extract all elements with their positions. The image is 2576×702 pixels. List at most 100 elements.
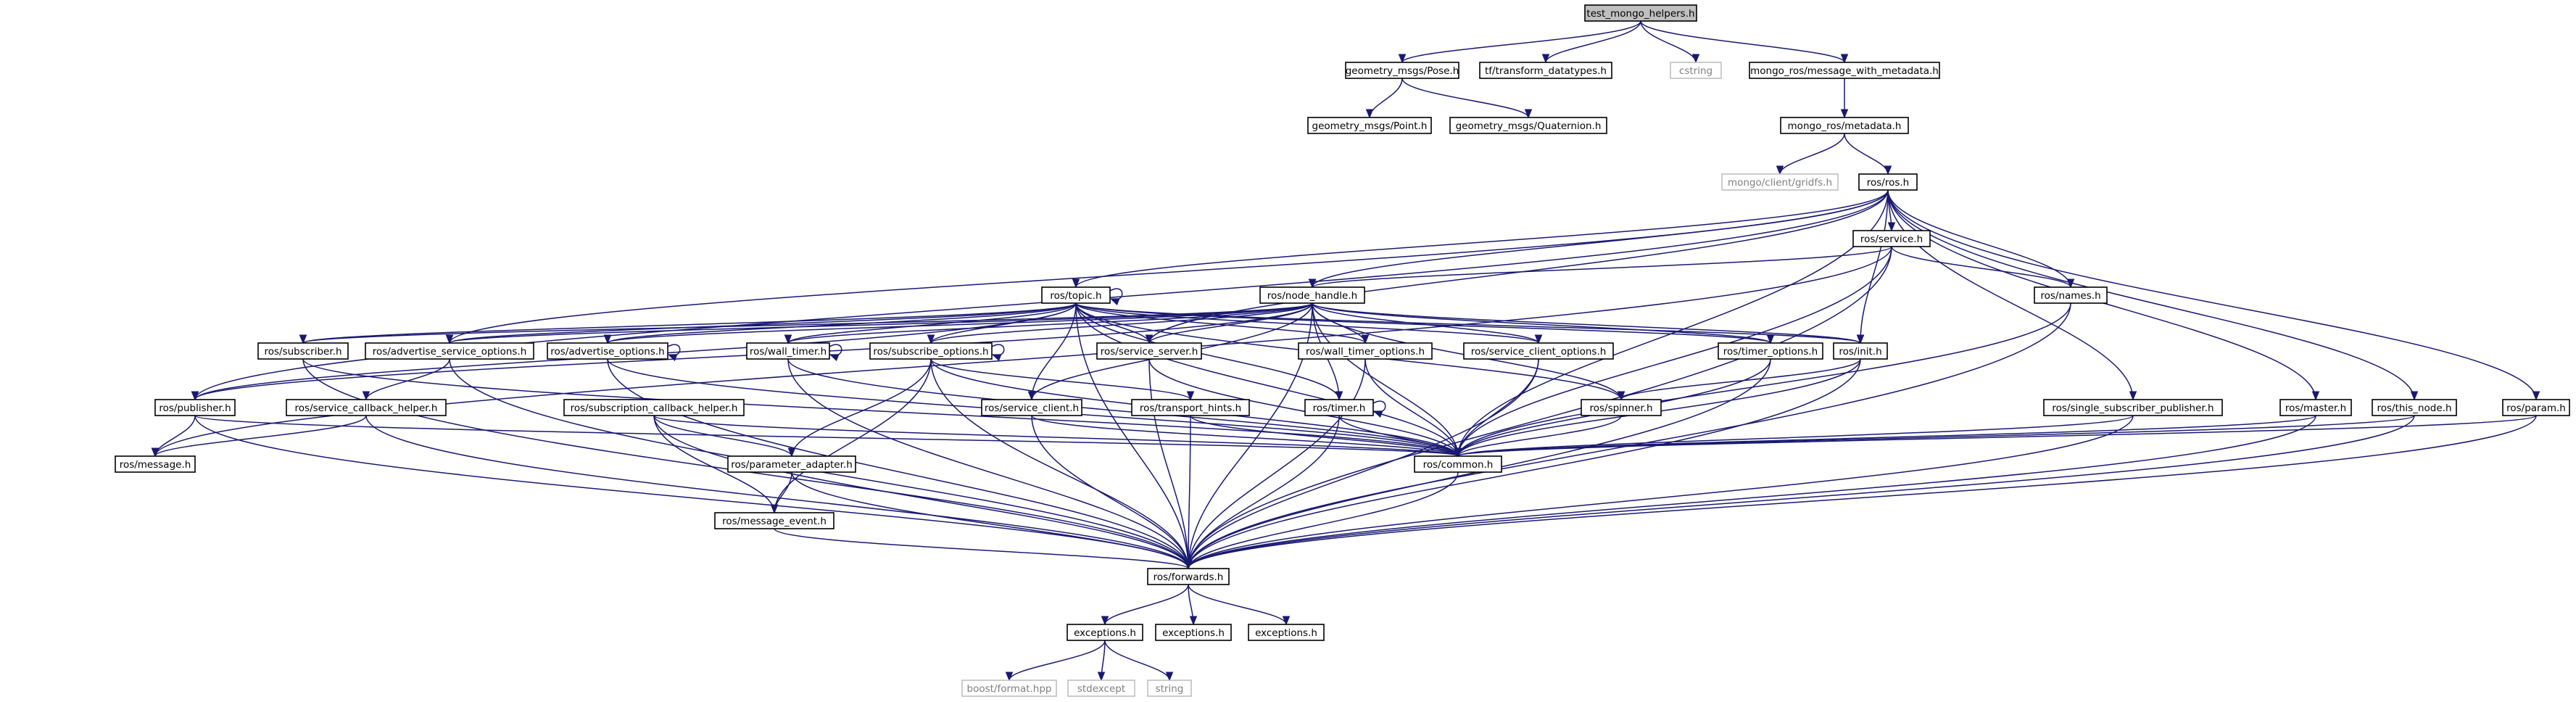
edge-arrowhead xyxy=(2532,391,2540,401)
edge-line xyxy=(154,415,367,457)
node-ros-sub-cb-helper[interactable]: ros/subscription_callback_helper.h xyxy=(563,399,745,416)
node-ros-wall-timer[interactable]: ros/wall_timer.h xyxy=(746,342,830,360)
node-ros-timer[interactable]: ros/timer.h xyxy=(1304,399,1374,416)
node-label: ros/topic.h xyxy=(1050,290,1101,302)
node-box xyxy=(1067,624,1143,641)
edge-line xyxy=(449,302,1313,344)
edge-line xyxy=(1148,358,1459,457)
node-box xyxy=(1581,399,1662,416)
node-ros-subscriber[interactable]: ros/subscriber.h xyxy=(257,342,349,360)
node-box xyxy=(257,342,349,360)
node-exc2[interactable]: exceptions.h xyxy=(1155,624,1232,641)
edge-line xyxy=(1188,358,1539,569)
node-ros-adv-srv-opt[interactable]: ros/advertise_service_options.h xyxy=(365,342,534,360)
edge-arrowhead xyxy=(1398,54,1407,64)
node-ros-srv-client-opt[interactable]: ros/service_client_options.h xyxy=(1463,342,1614,360)
edge-line xyxy=(1188,415,2134,569)
edge-exc1-to-string xyxy=(1104,640,1174,682)
node-label: ros/advertise_service_options.h xyxy=(373,346,527,358)
node-ros-common[interactable]: ros/common.h xyxy=(1414,455,1502,473)
node-ros-forwards[interactable]: ros/forwards.h xyxy=(1147,568,1230,585)
node-ros-service-server[interactable]: ros/service_server.h xyxy=(1096,342,1202,360)
node-box xyxy=(1041,286,1111,304)
edge-line xyxy=(1312,302,1771,344)
node-ros-topic[interactable]: ros/topic.h xyxy=(1041,286,1111,304)
node-ros-master[interactable]: ros/master.h xyxy=(2279,399,2352,416)
node-ros-nh[interactable]: ros/node_handle.h xyxy=(1259,286,1365,304)
edge-line xyxy=(607,358,1189,569)
node-ros-param-adapter[interactable]: ros/parameter_adapter.h xyxy=(727,455,856,473)
edge-arrowhead xyxy=(1109,298,1120,306)
edge-line xyxy=(1372,400,1386,413)
edge-arrowhead xyxy=(1072,278,1080,289)
edge-ros_nh-to-ros_adv_srv_opt xyxy=(445,302,1313,344)
edge-line xyxy=(449,189,1889,344)
node-ros-service[interactable]: ros/service.h xyxy=(1852,230,1931,247)
node-box xyxy=(961,680,1057,697)
edge-line xyxy=(1401,78,1529,118)
edge-line xyxy=(1190,415,1459,457)
node-label: ros/advertise_options.h xyxy=(550,346,665,358)
node-test-mongo-helpers[interactable]: test_mongo_helpers.h xyxy=(1584,4,1697,22)
edge-line xyxy=(1031,415,1189,569)
node-ros-service-client[interactable]: ros/service_client.h xyxy=(981,399,1082,416)
node-stdexcept: stdexcept xyxy=(1067,680,1135,697)
edge-line xyxy=(791,471,1189,569)
edge-line xyxy=(1457,246,1892,457)
edge-arrowhead xyxy=(1101,616,1109,626)
node-ros-param[interactable]: ros/param.h xyxy=(2502,399,2570,416)
node-label: ros/message_event.h xyxy=(722,516,827,527)
edge-ros_adv_opt-to-ros_adv_opt xyxy=(667,344,681,362)
edge-line xyxy=(449,302,1077,344)
node-mr-meta[interactable]: mongo_ros/metadata.h xyxy=(1780,117,1909,134)
node-gm-point[interactable]: geometry_msgs/Point.h xyxy=(1307,117,1432,134)
edge-line xyxy=(774,358,932,513)
node-ros-sub-opt[interactable]: ros/subscribe_options.h xyxy=(869,342,993,360)
node-ros-transport-hints[interactable]: ros/transport_hints.h xyxy=(1131,399,1250,416)
edge-mr_meta-to-ros_ros xyxy=(1844,133,1892,176)
node-mr-msgmeta[interactable]: mongo_ros/message_with_metadata.h xyxy=(1749,62,1940,79)
edge-arrowhead xyxy=(299,334,307,344)
node-gm-quat[interactable]: geometry_msgs/Quaternion.h xyxy=(1449,117,1607,134)
node-label: exceptions.h xyxy=(1074,627,1136,639)
edge-arrowhead xyxy=(1840,54,1849,64)
node-ros-ros[interactable]: ros/ros.h xyxy=(1858,173,1918,191)
edge-arrowhead xyxy=(445,334,454,344)
edge-line xyxy=(1457,415,2134,457)
edge-line xyxy=(1457,302,2071,457)
node-ros-adv-opt[interactable]: ros/advertise_options.h xyxy=(547,342,668,360)
node-ros-this-node[interactable]: ros/this_node.h xyxy=(2372,399,2457,416)
node-ros-publisher[interactable]: ros/publisher.h xyxy=(154,399,236,416)
node-ros-single-sub-pub[interactable]: ros/single_subscriber_publisher.h xyxy=(2043,399,2223,416)
node-exc1[interactable]: exceptions.h xyxy=(1067,624,1143,641)
node-label: geometry_msgs/Point.h xyxy=(1312,120,1428,132)
node-tf-dt[interactable]: tf/transform_datatypes.h xyxy=(1479,62,1612,79)
edge-ros_names-to-ros_common xyxy=(1454,302,2071,458)
edge-line xyxy=(930,358,1191,400)
node-box xyxy=(869,342,993,360)
node-ros-names[interactable]: ros/names.h xyxy=(2034,286,2108,304)
edge-arrowhead xyxy=(1365,109,1374,119)
node-ros-init[interactable]: ros/init.h xyxy=(1833,342,1888,360)
edge-arrowhead xyxy=(1005,672,1014,682)
node-label: ros/init.h xyxy=(1839,346,1881,358)
edge-mr_msgmeta-to-mr_meta xyxy=(1840,78,1849,119)
node-box xyxy=(1718,342,1823,360)
node-ros-wall-timer-opt[interactable]: ros/wall_timer_options.h xyxy=(1298,342,1433,360)
node-ros-spinner[interactable]: ros/spinner.h xyxy=(1581,399,1662,416)
node-box xyxy=(981,399,1082,416)
edge-arrowhead xyxy=(2311,391,2320,401)
node-ros-srv-cb-helper[interactable]: ros/service_callback_helper.h xyxy=(286,399,447,416)
node-ros-message[interactable]: ros/message.h xyxy=(115,455,196,473)
node-ros-timer-opt[interactable]: ros/timer_options.h xyxy=(1718,342,1823,360)
node-label: ros/parameter_adapter.h xyxy=(731,459,853,471)
edge-line xyxy=(1188,415,2316,569)
edge-ros_msg_event-to-ros_forwards xyxy=(774,528,1193,570)
edge-ros_nh-to-ros_sub_opt xyxy=(927,302,1313,344)
edge-line xyxy=(787,358,1189,569)
edge-line xyxy=(1457,415,1622,457)
node-exc3[interactable]: exceptions.h xyxy=(1248,624,1325,641)
edge-line xyxy=(1075,302,1459,457)
node-ros-msg-event[interactable]: ros/message_event.h xyxy=(714,512,834,529)
node-gm-pose[interactable]: geometry_msgs/Pose.h xyxy=(1345,62,1459,79)
